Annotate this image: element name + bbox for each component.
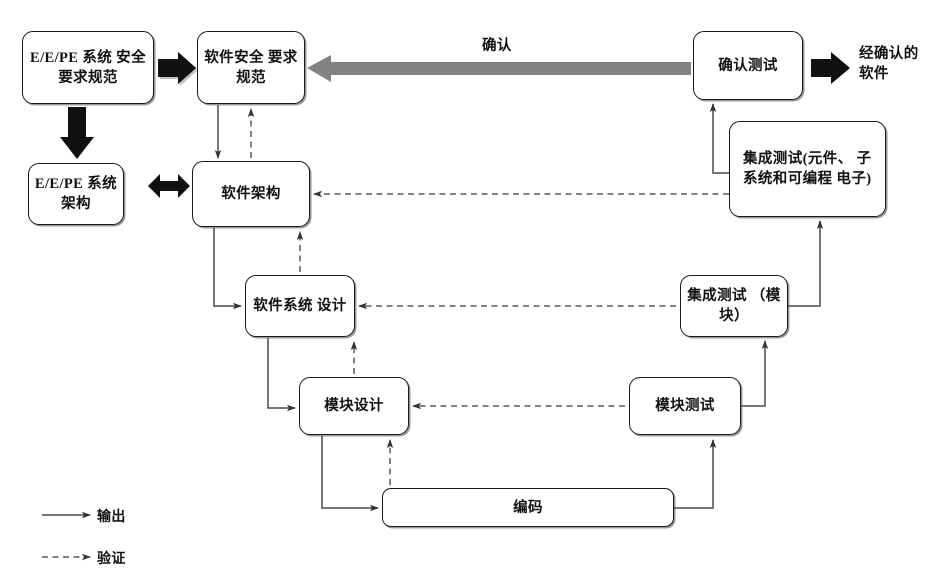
node-label: 编码 xyxy=(513,499,543,516)
block-arrow-validation-to-validated-software xyxy=(811,52,850,84)
node-label: 模块设计 xyxy=(324,398,384,414)
node-validation-test[interactable]: 确认测试 xyxy=(693,31,803,100)
label-validated-software: 经确认的 软件 xyxy=(859,46,919,82)
node-label: 集成测试(元件、 子系统和可编程 电子) xyxy=(743,151,872,187)
node-integration-test-components[interactable]: 集成测试(元件、 子系统和可编程 电子) xyxy=(729,121,886,217)
wire-swarch-to-sysdesign xyxy=(213,228,242,310)
node-module-design[interactable]: 模块设计 xyxy=(299,377,409,435)
block-arrow-validation-to-swreq xyxy=(307,55,691,82)
node-software-system-design[interactable]: 软件系统 设计 xyxy=(245,275,355,337)
node-software-architecture[interactable]: 软件架构 xyxy=(192,161,310,227)
node-label: 软件系统 设计 xyxy=(253,298,347,314)
node-label: 软件安全 要求规范 xyxy=(204,49,298,86)
wire-sysdesign-to-moddesign xyxy=(267,338,296,412)
node-label: 模块测试 xyxy=(655,398,715,414)
wire-integmodule-to-integcomp xyxy=(788,220,824,307)
node-integration-test-module[interactable]: 集成测试 （模块） xyxy=(680,275,788,337)
node-coding[interactable]: 编码 xyxy=(382,488,674,527)
node-software-safety-req[interactable]: 软件安全 要求规范 xyxy=(197,31,305,104)
node-label: E/E/PE 系统 安全要求规范 xyxy=(30,49,146,86)
node-ee-pe-architecture[interactable]: E/E/PE 系统架构 xyxy=(28,163,124,225)
wire-modtest-to-integmodule xyxy=(741,340,769,407)
node-label: 集成测试 （模块） xyxy=(687,288,781,324)
node-module-test[interactable]: 模块测试 xyxy=(629,377,741,435)
wire-integcomp-to-validation xyxy=(709,103,729,174)
legend-item-verification-label: 验证 xyxy=(97,552,126,567)
wire-coding-to-modtest xyxy=(674,439,717,509)
legend-item-output-label: 输出 xyxy=(97,510,126,525)
block-arrow-eepe-req-to-eepe-arch xyxy=(60,107,94,159)
node-label: 确认测试 xyxy=(718,57,778,74)
label-validation-flow: 确认 xyxy=(482,38,512,54)
node-label: 软件架构 xyxy=(221,186,281,202)
node-label: E/E/PE 系统架构 xyxy=(34,176,118,212)
node-ee-pe-safety-req[interactable]: E/E/PE 系统 安全要求规范 xyxy=(22,31,154,104)
block-arrow-eepe-req-to-swreq xyxy=(158,52,198,86)
block-arrow-eepe-arch-swarch-double xyxy=(148,174,190,198)
wire-moddesign-to-coding xyxy=(321,436,379,512)
